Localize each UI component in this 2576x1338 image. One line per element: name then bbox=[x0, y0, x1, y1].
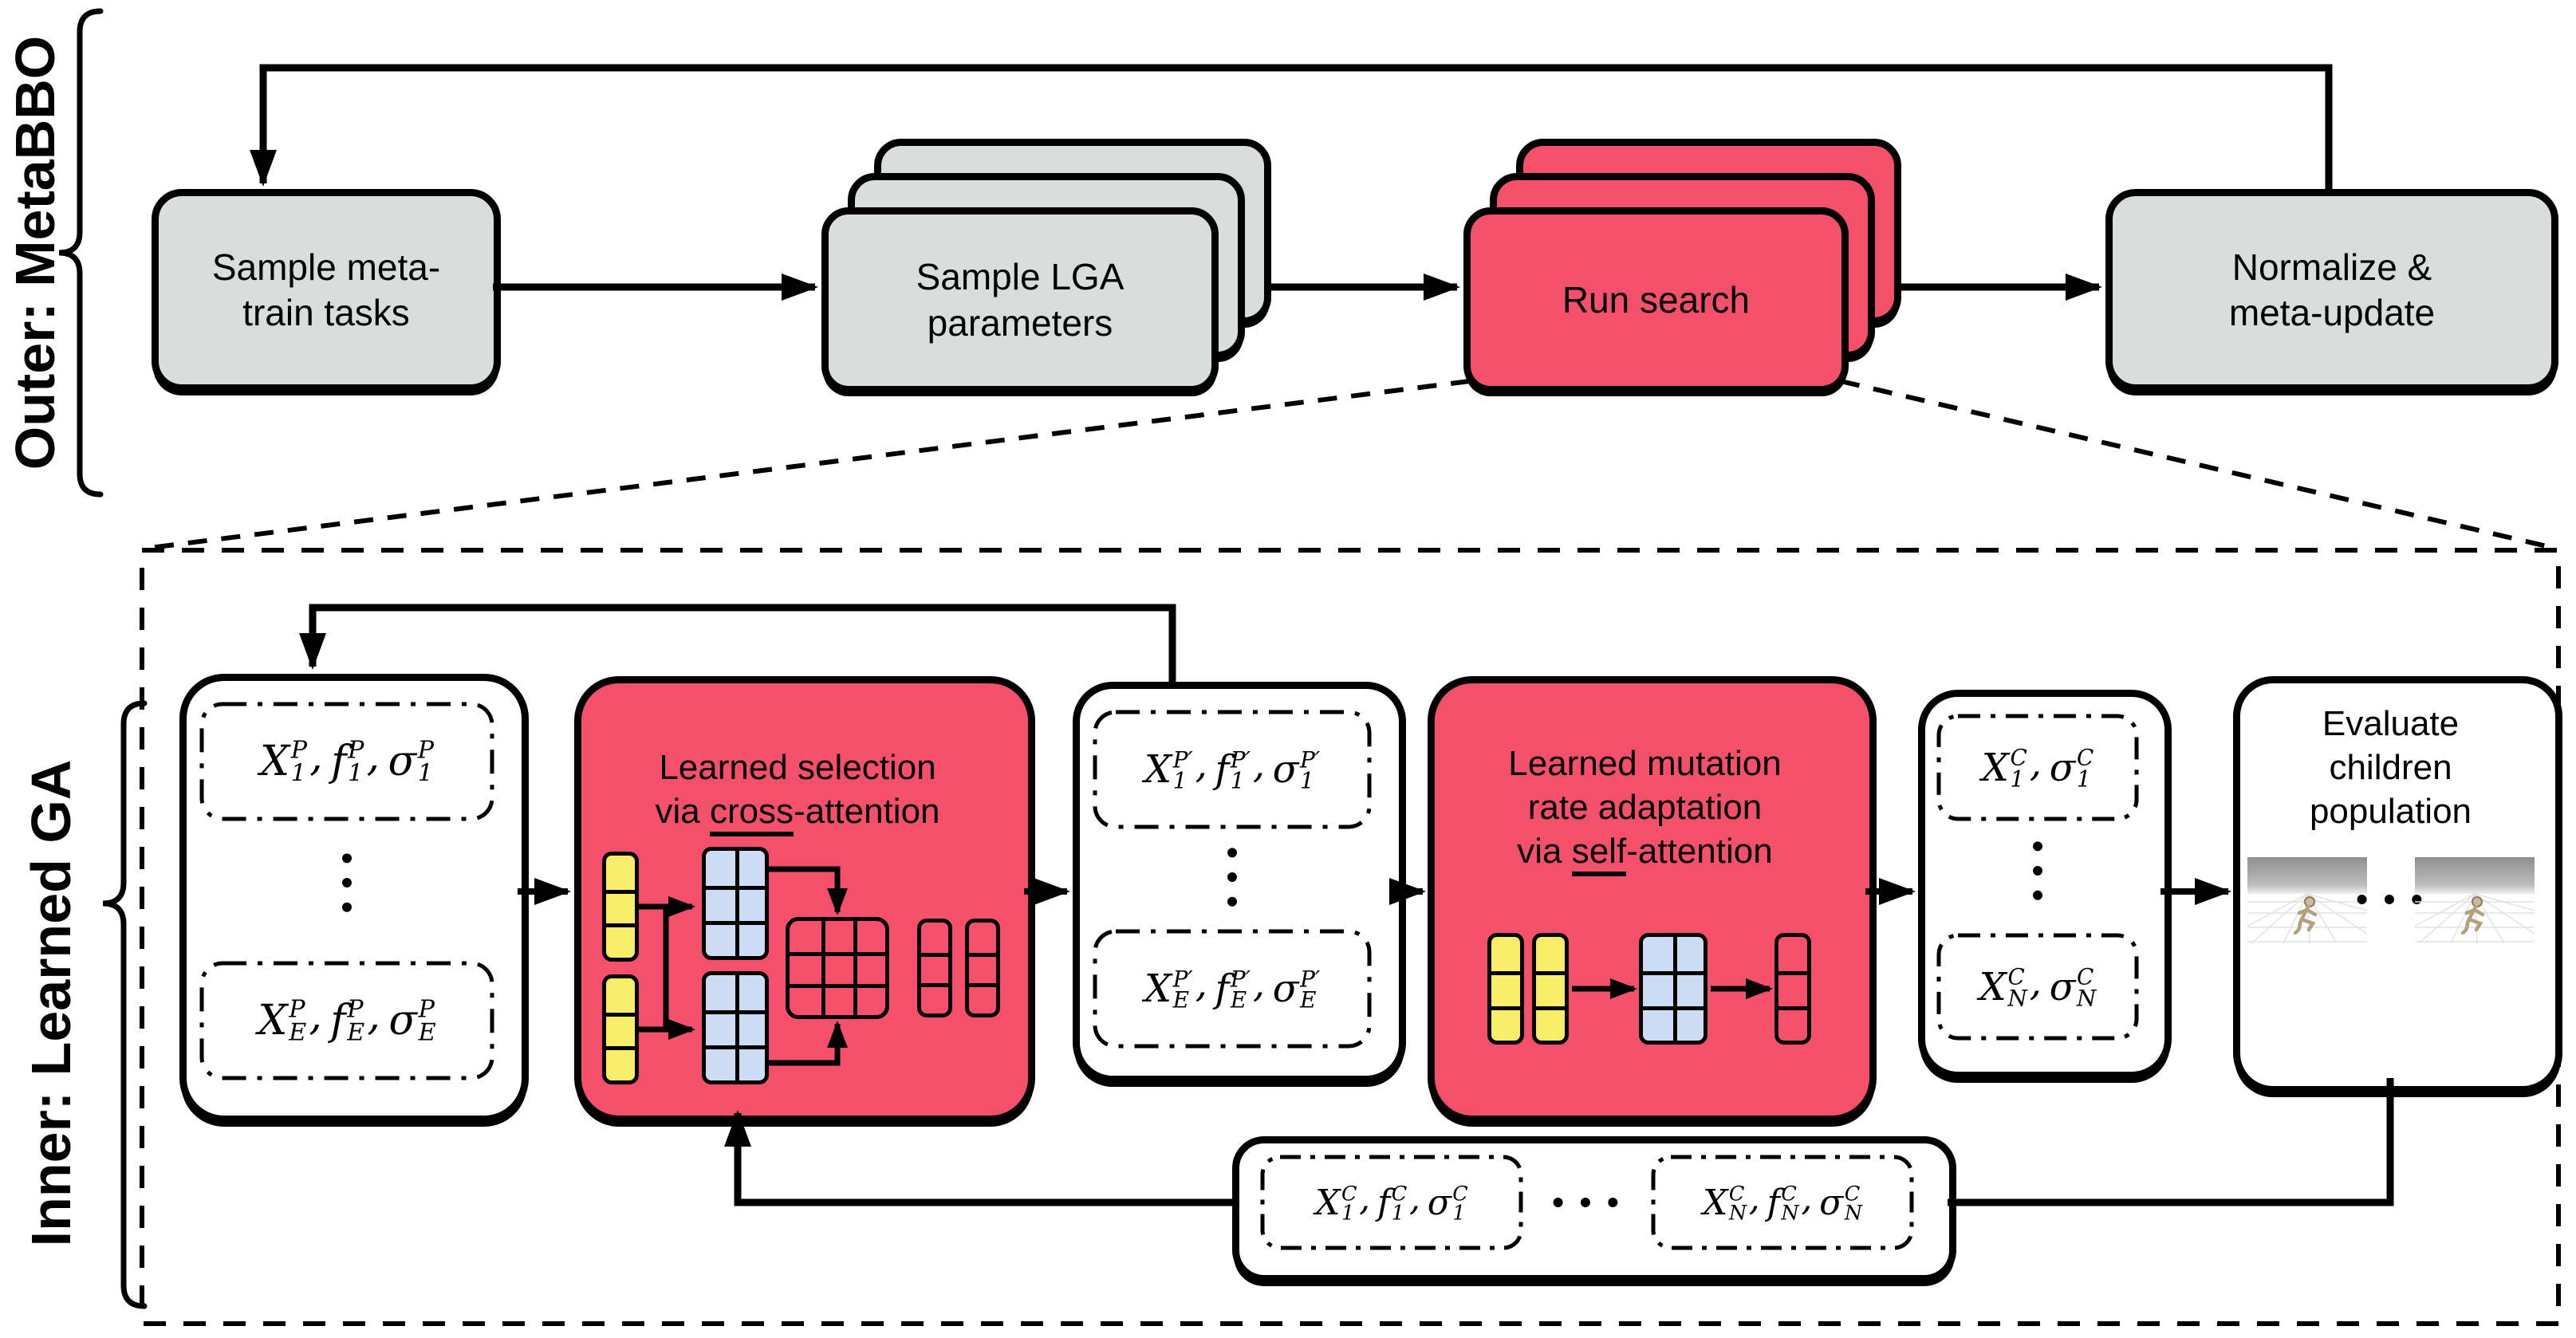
inner-generation-loop bbox=[299, 604, 1176, 682]
mutation-title-underline: self bbox=[1571, 832, 1627, 876]
expansion-dash-right bbox=[1840, 379, 2558, 551]
expansion-dash-left bbox=[143, 379, 1471, 551]
key-embedding-grid bbox=[702, 971, 769, 1084]
outer-feedback-loop bbox=[250, 64, 2333, 189]
vertical-ellipsis-icon: ••• bbox=[2019, 840, 2057, 915]
inner-brace bbox=[102, 700, 148, 1309]
mutation-rate-output-column bbox=[1774, 933, 1811, 1045]
self-attention-tokens-grid-1 bbox=[1487, 933, 1524, 1045]
selection-title-underline: cross bbox=[709, 792, 794, 836]
run-search-box: Run search bbox=[1463, 207, 1849, 393]
query-embedding-grid bbox=[702, 847, 769, 960]
learned-mutation-title: Learned mutation rate adaptation via sel… bbox=[1432, 698, 1858, 876]
humanoid-simulation-thumbnail bbox=[2415, 857, 2535, 943]
self-attention-embedding-grid bbox=[1639, 933, 1707, 1045]
normalize-meta-update-box: Normalize & meta-update bbox=[2105, 189, 2558, 392]
vertical-ellipsis-icon: ••• bbox=[1214, 846, 1251, 921]
attention-output-column-1 bbox=[917, 919, 952, 1017]
evaluate-to-feedback-wire bbox=[1948, 1078, 2394, 1206]
feedback-to-selection-wire bbox=[724, 1110, 1232, 1206]
sample-meta-train-tasks-box: Sample meta- train tasks bbox=[152, 189, 501, 392]
normalize-meta-update-label: Normalize & meta-update bbox=[2228, 246, 2436, 334]
query-tokens-grid bbox=[602, 852, 639, 962]
learned-selection-title: Learned selection via cross-attention bbox=[578, 702, 1017, 836]
sample-lga-parameters-label: Sample LGA parameters bbox=[916, 256, 1125, 344]
sample-meta-train-tasks-label: Sample meta- train tasks bbox=[211, 246, 441, 334]
mutation-title-post: -attention bbox=[1626, 832, 1773, 871]
run-search-label: Run search bbox=[1562, 278, 1751, 321]
humanoid-simulation-thumbnail bbox=[2247, 857, 2367, 943]
outer-section-label: Outer: MetaBBO bbox=[4, 35, 66, 470]
vertical-ellipsis-icon: ••• bbox=[329, 852, 366, 927]
attention-matrix-grid bbox=[786, 917, 889, 1019]
selection-title-post: -attention bbox=[794, 792, 940, 831]
evaluate-children-title: Evaluate children population bbox=[2309, 704, 2472, 831]
inner-section-label: Inner: Learned GA bbox=[20, 759, 82, 1247]
sample-lga-parameters-box: Sample LGA parameters bbox=[821, 207, 1219, 393]
self-attention-tokens-grid-2 bbox=[1532, 933, 1569, 1045]
horizontal-ellipsis-icon: • • • bbox=[1552, 1183, 1622, 1221]
attention-output-column-2 bbox=[965, 919, 1000, 1017]
key-tokens-grid bbox=[602, 974, 639, 1084]
